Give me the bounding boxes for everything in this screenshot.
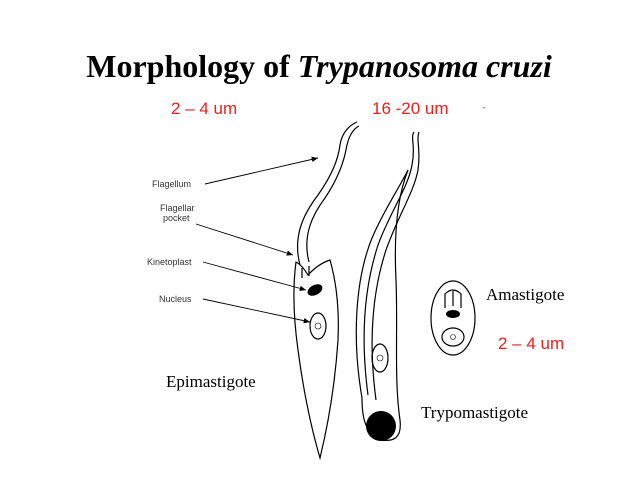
label-nucleus: Nucleus [159,294,192,304]
trypomastigote-cell [355,131,420,442]
arrow-nucleus [202,298,311,324]
trypomastigote-flagellum [363,131,415,396]
arrow-flagellar-pocket [195,223,294,256]
title-species: Trypanosoma cruzi [297,48,552,84]
size-trypomastigote: 16 -20 um [372,99,449,118]
label-flagellar-pocket-line1: Flagellar [160,203,195,213]
pointer-arrows [195,156,319,324]
epimastigote-nucleus [309,312,327,340]
size-epimastigote: 2 – 4 um [171,99,238,118]
slide-title: Morphology of Trypanosoma cruzi [0,48,638,85]
epimastigote-kinetoplast [307,284,323,296]
trypomastigote-body [355,169,409,442]
amastigote-kinetoplast [446,310,460,318]
arrow-kinetoplast [202,261,307,291]
trypomastigote-nucleus [371,343,389,373]
trypomastigote-kinetoplast [366,411,396,441]
epimastigote-flagellum-inner [306,125,360,263]
label-kinetoplast: Kinetoplast [147,257,192,267]
label-flagellar-pocket-line2: pocket [163,213,190,223]
amastigote-cell [430,280,476,356]
epimastigote-cell [293,121,360,461]
stage-amastigote: Amastigote [486,285,565,304]
epimastigote-body [293,259,339,461]
epimastigote-flagellum [296,121,358,266]
stage-trypomastigote: Trypomastigote [421,403,529,422]
label-flagellum: Flagellum [152,179,192,189]
amastigote-nucleus [441,327,465,347]
title-prefix: Morphology of [86,48,298,84]
tick-mark: ˇ [482,107,487,117]
stage-epimastigote: Epimastigote [166,372,256,391]
arrow-flagellum [204,156,319,185]
amastigote-body [430,280,476,356]
size-amastigote: 2 – 4 um [498,334,565,353]
trypomastigote-flagellum-inner [371,131,420,401]
